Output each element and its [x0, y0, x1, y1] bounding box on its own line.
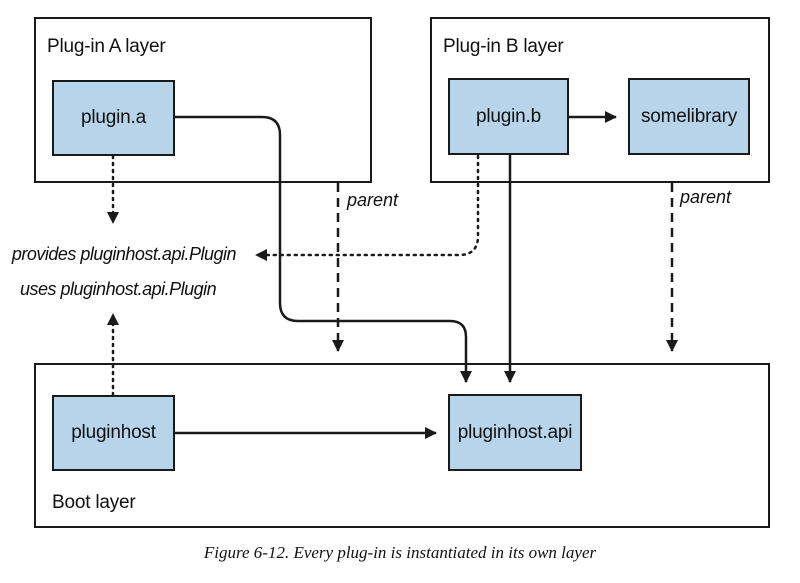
plugin-b-module: plugin.b [448, 78, 569, 155]
plugin-a-layer-title: Plug-in A layer [47, 36, 166, 57]
edge-plugin-b-provides [254, 154, 480, 261]
pluginhost-module: pluginhost [52, 395, 175, 471]
pluginhost-api-module: pluginhost.api [448, 394, 582, 471]
parent-label-a: parent [347, 190, 399, 210]
plugin-b-layer-title: Plug-in B layer [443, 36, 564, 57]
edge-plugin-a-to-api [175, 115, 472, 383]
somelibrary-module: somelibrary [628, 78, 750, 155]
figure-caption: Figure 6-12. Every plug-in is instantiat… [203, 543, 597, 562]
provides-label: provides pluginhost.api.Plugin [11, 244, 237, 264]
uses-label: uses pluginhost.api.Plugin [20, 279, 217, 299]
boot-layer-title: Boot layer [52, 492, 136, 513]
parent-label-b: parent [680, 187, 732, 207]
